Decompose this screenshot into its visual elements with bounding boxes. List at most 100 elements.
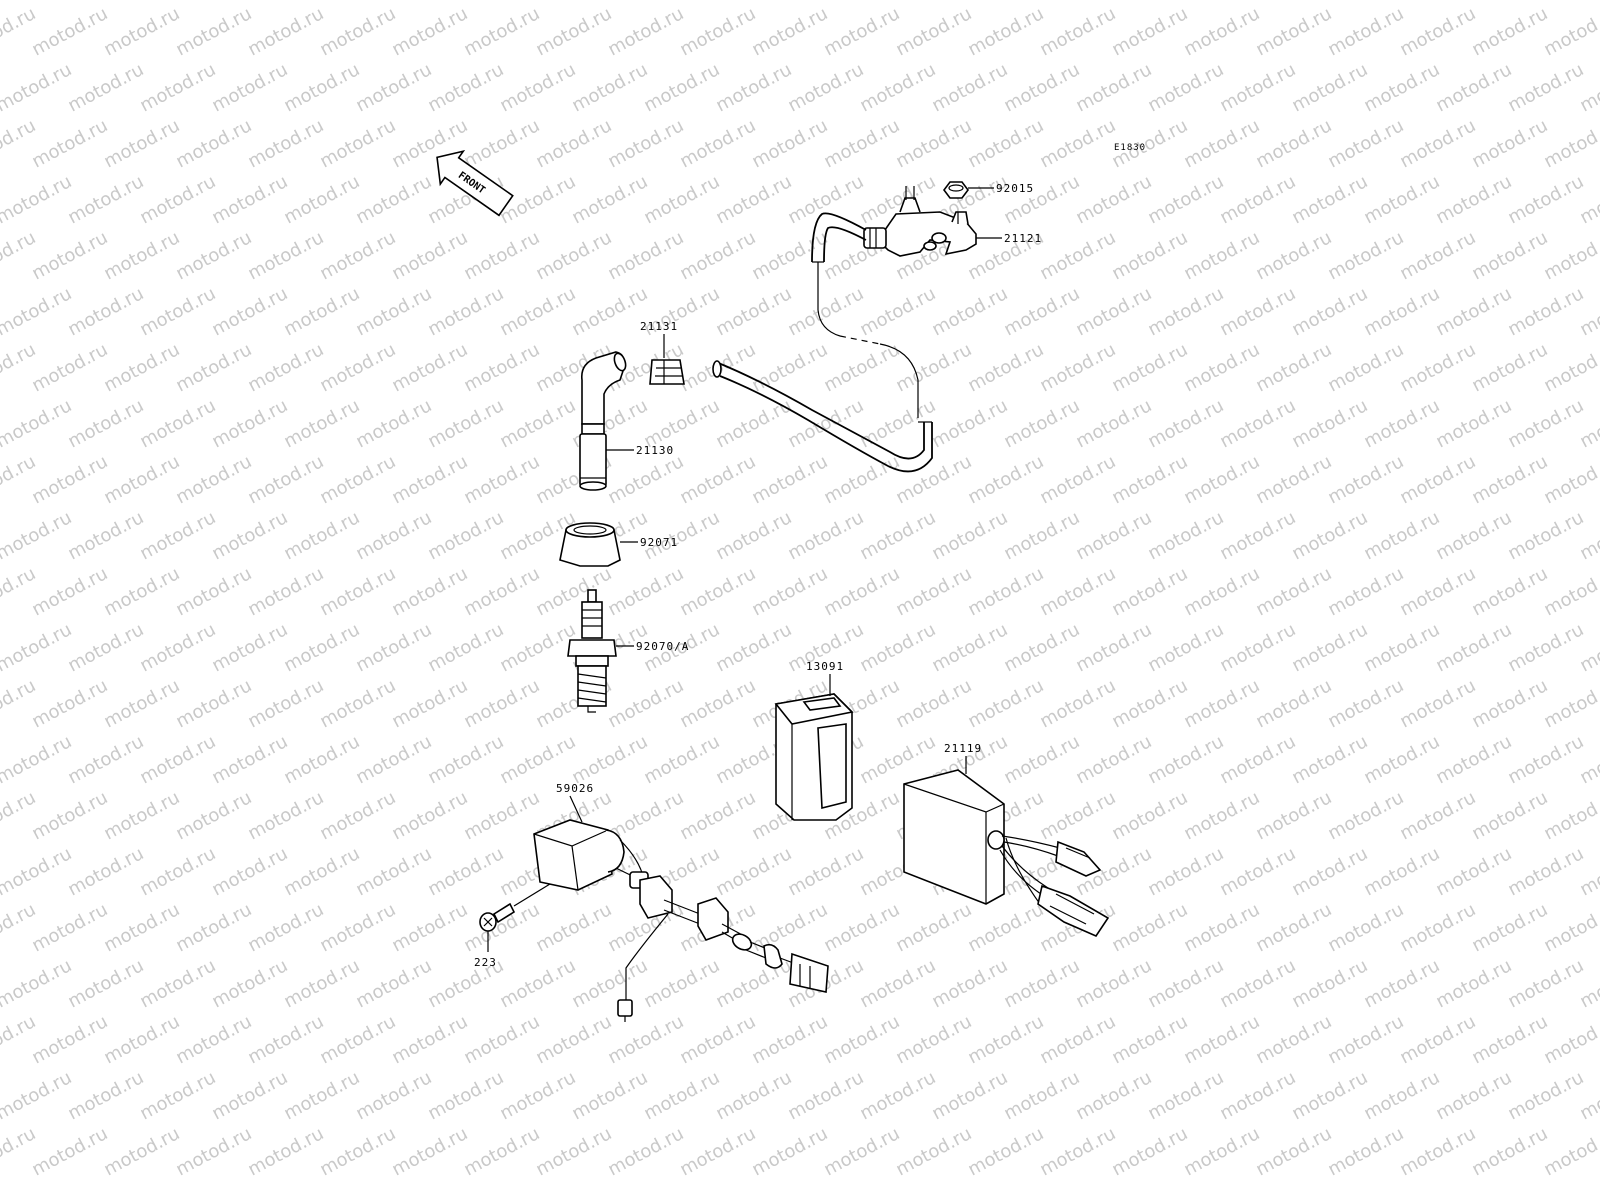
watermark-text: motod.ru (1216, 1067, 1299, 1124)
watermark-text: motod.ru (1324, 899, 1407, 956)
watermark-text: motod.ru (460, 3, 543, 60)
watermark-text: motod.ru (100, 227, 183, 284)
watermark-text: motod.ru (352, 171, 435, 228)
watermark-text: motod.ru (1216, 619, 1299, 676)
watermark-text: motod.ru (1000, 171, 1083, 228)
watermark-text: motod.ru (172, 563, 255, 620)
watermark-text: motod.ru (748, 1123, 831, 1180)
watermark-text: motod.ru (856, 507, 939, 564)
watermark-text: motod.ru (1036, 227, 1119, 284)
relay-harness-icon (533, 819, 829, 1022)
watermark-text: motod.ru (136, 507, 219, 564)
watermark-text: motod.ru (172, 451, 255, 508)
watermark-text: motod.ru (496, 395, 579, 452)
watermark-text: motod.ru (1108, 339, 1191, 396)
watermark-text: motod.ru (892, 339, 975, 396)
watermark-text: motod.ru (640, 0, 723, 4)
watermark-text: motod.ru (784, 283, 867, 340)
watermark-text: motod.ru (280, 843, 363, 900)
watermark-text: motod.ru (1360, 507, 1443, 564)
watermark-text: motod.ru (496, 283, 579, 340)
watermark-text: motod.ru (28, 3, 111, 60)
watermark-text: motod.ru (388, 675, 471, 732)
watermark-text: motod.ru (460, 899, 543, 956)
watermark-text: motod.ru (136, 1067, 219, 1124)
watermark-text: motod.ru (1504, 1067, 1587, 1124)
watermark-text: motod.ru (892, 451, 975, 508)
watermark-text: motod.ru (280, 283, 363, 340)
watermark-text: motod.ru (640, 171, 723, 228)
watermark-text: motod.ru (460, 675, 543, 732)
watermark-text: motod.ru (1396, 451, 1479, 508)
watermark-text: motod.ru (28, 563, 111, 620)
watermark-text: motod.ru (28, 1011, 111, 1068)
watermark-text: motod.ru (316, 115, 399, 172)
watermark-text: motod.ru (1180, 787, 1263, 844)
watermark-text: motod.ru (568, 0, 651, 4)
watermark-text: motod.ru (1216, 395, 1299, 452)
watermark-text: motod.ru (1036, 1123, 1119, 1180)
watermark-text: motod.ru (1144, 0, 1227, 4)
watermark-text: motod.ru (712, 843, 795, 900)
watermark-text: motod.ru (1504, 395, 1587, 452)
watermark-text: motod.ru (1036, 675, 1119, 732)
watermark-text: motod.ru (460, 115, 543, 172)
watermark-text: motod.ru (28, 1123, 111, 1180)
watermark-text: motod.ru (748, 3, 831, 60)
watermark-text: motod.ru (244, 115, 327, 172)
watermark-text: motod.ru (244, 451, 327, 508)
watermark-text: motod.ru (460, 451, 543, 508)
part-label-21131: 21131 (640, 320, 678, 333)
watermark-text: motod.ru (1072, 395, 1155, 452)
watermark-text: motod.ru (676, 563, 759, 620)
watermark-text: motod.ru (1396, 563, 1479, 620)
watermark-text: motod.ru (316, 563, 399, 620)
watermark-text: motod.ru (1000, 0, 1083, 4)
watermark-text: motod.ru (676, 675, 759, 732)
watermark-text: motod.ru (856, 619, 939, 676)
watermark-text: motod.ru (1108, 1123, 1191, 1180)
watermark-text: motod.ru (1216, 507, 1299, 564)
watermark-text: motod.ru (1540, 563, 1600, 620)
watermark-text: motod.ru (784, 171, 867, 228)
watermark-text: motod.ru (964, 563, 1047, 620)
watermark-text: motod.ru (1504, 59, 1587, 116)
watermark-text: motod.ru (208, 0, 291, 4)
watermark-text: motod.ru (424, 283, 507, 340)
watermark-text: motod.ru (604, 1123, 687, 1180)
watermark-text: motod.ru (424, 843, 507, 900)
watermark-text: motod.ru (1108, 451, 1191, 508)
watermark-text: motod.ru (496, 731, 579, 788)
watermark-text: motod.ru (1360, 1067, 1443, 1124)
watermark-text: motod.ru (208, 283, 291, 340)
watermark-text: motod.ru (1108, 899, 1191, 956)
watermark-text: motod.ru (208, 507, 291, 564)
part-label-21119: 21119 (944, 742, 982, 755)
watermark-text: motod.ru (1144, 171, 1227, 228)
part-label-59026: 59026 (556, 782, 594, 795)
watermark-text: motod.ru (1036, 563, 1119, 620)
watermark-text: motod.ru (1396, 1123, 1479, 1180)
watermark-text: motod.ru (676, 1011, 759, 1068)
watermark-text: motod.ru (1288, 843, 1371, 900)
watermark-text: motod.ru (1036, 451, 1119, 508)
watermark-text: motod.ru (1144, 955, 1227, 1012)
spark-plug-icon (567, 589, 617, 713)
watermark-text: motod.ru (1180, 3, 1263, 60)
watermark-text: motod.ru (712, 507, 795, 564)
watermark-text: motod.ru (316, 3, 399, 60)
watermark-text: motod.ru (244, 1123, 327, 1180)
watermark-text: motod.ru (1540, 787, 1600, 844)
watermark-text: motod.ru (784, 395, 867, 452)
watermark-text: motod.ru (496, 619, 579, 676)
watermark-text: motod.ru (496, 955, 579, 1012)
watermark-text: motod.ru (1000, 395, 1083, 452)
watermark-text: motod.ru (1000, 955, 1083, 1012)
watermark-text: motod.ru (1108, 227, 1191, 284)
watermark-text: motod.ru (1288, 507, 1371, 564)
watermark-text: motod.ru (1432, 619, 1515, 676)
watermark-text: motod.ru (1288, 1067, 1371, 1124)
watermark-text: motod.ru (1324, 1011, 1407, 1068)
watermark-text: motod.ru (1324, 563, 1407, 620)
watermark-text: motod.ru (64, 843, 147, 900)
